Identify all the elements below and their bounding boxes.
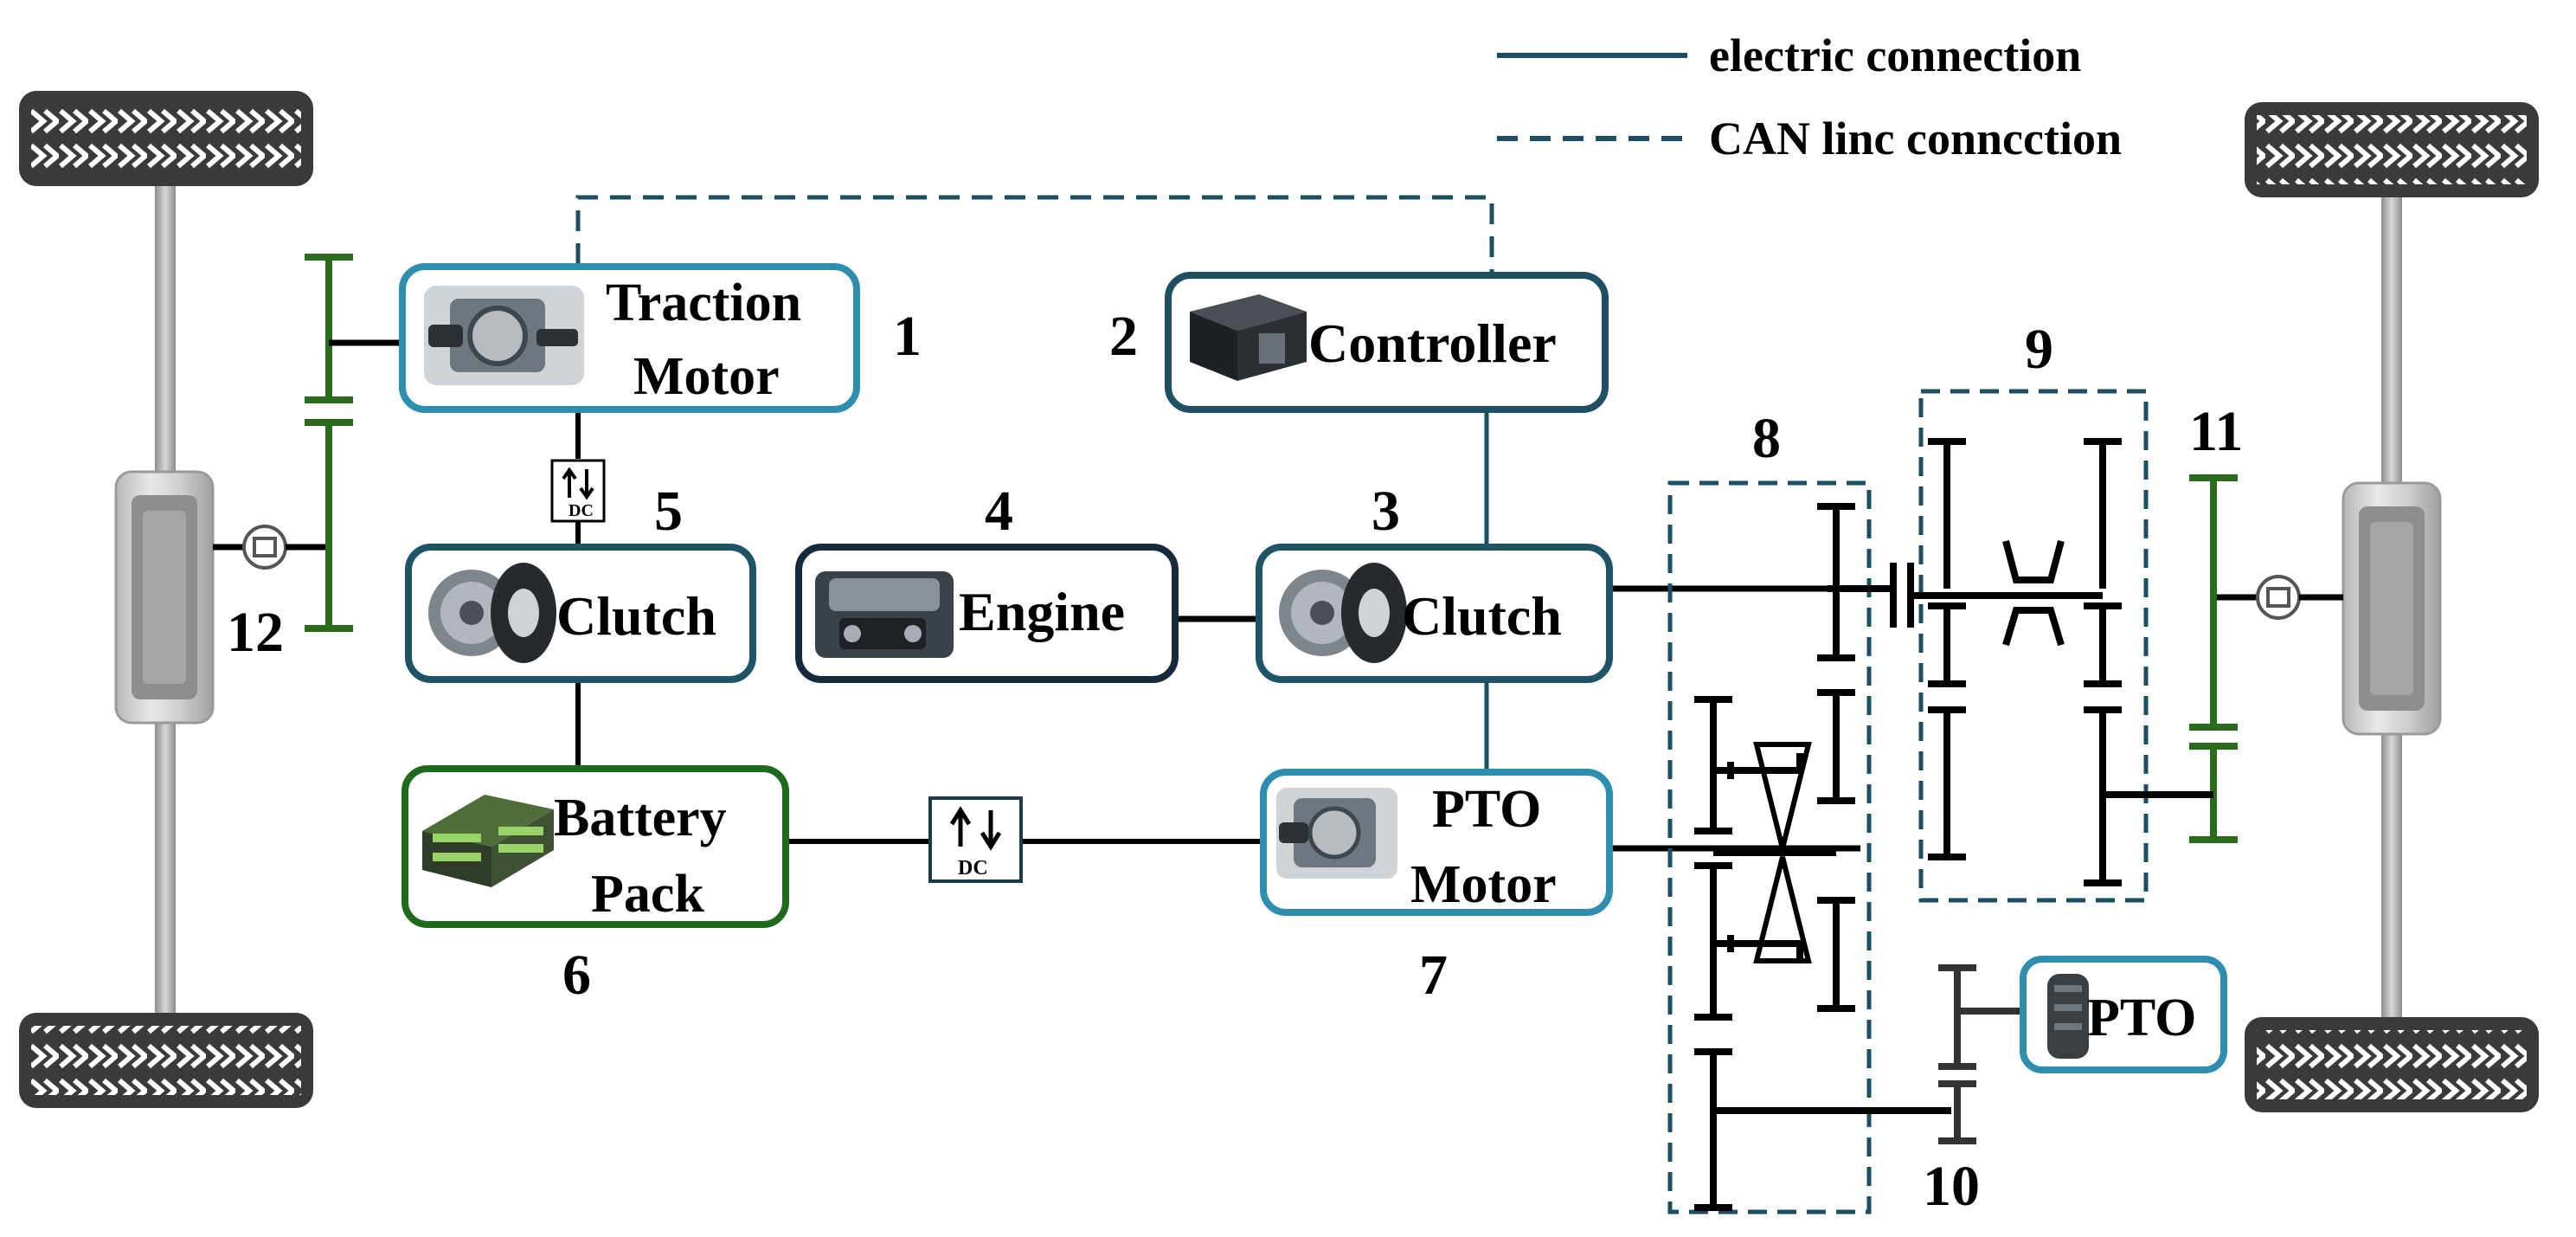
gearbox-8: 8 [1667, 407, 1951, 1214]
final-drive-front-gear [305, 254, 353, 632]
tire-icon [19, 1013, 313, 1108]
tire-icon [2245, 102, 2539, 197]
clutch-traction-number: 5 [654, 480, 683, 543]
clutch-icon [428, 563, 556, 663]
clutch-icon [1279, 563, 1407, 663]
final-drive-rear-number: 11 [2189, 400, 2243, 463]
pto-shaft-icon [2047, 974, 2089, 1059]
tire-icon [2245, 1017, 2539, 1112]
battery-box: Battery Pack 6 [401, 765, 789, 1007]
tire-icon [19, 91, 313, 186]
pto-box: PTO [2020, 956, 2227, 1073]
differential-icon [2256, 575, 2301, 620]
traction-motor-label-2: Motor [633, 347, 780, 406]
traction-motor-label-1: Traction [606, 274, 801, 332]
wheel-icon [2342, 481, 2442, 736]
clutch-traction-box: Clutch 5 [405, 480, 756, 683]
controller-box: Controller 2 [1109, 272, 1609, 413]
motor-icon [424, 286, 584, 385]
traction-motor-number: 1 [893, 305, 922, 368]
battery-label-1: Battery [554, 789, 727, 847]
pto-gear-number: 10 [1923, 1155, 1980, 1218]
front-axle: 12 [19, 91, 402, 1108]
engine-icon [815, 571, 954, 658]
differential-icon [242, 525, 287, 570]
battery-number: 6 [562, 944, 591, 1007]
battery-icon [422, 795, 554, 887]
clutch-engine-label: Clutch [1402, 585, 1562, 647]
legend-electric-label: electric connection [1709, 29, 2081, 81]
gearbox-9: 9 [1828, 318, 2213, 903]
pto-motor-number: 7 [1419, 944, 1448, 1007]
battery-label-2: Pack [591, 865, 704, 924]
motor-icon [1276, 788, 1397, 879]
dc-converter-icon: DC [928, 796, 1023, 883]
final-drive-rear-gear [2189, 474, 2238, 843]
pto-label: PTO [2087, 989, 2196, 1047]
traction-motor-box: Traction Motor 1 [399, 263, 922, 413]
controller-label: Controller [1308, 312, 1557, 374]
pto-gear-10: 10 [1923, 964, 2023, 1218]
gearbox-9-boundary [1918, 389, 2149, 903]
legend: electric connection CAN linc conncction [1497, 29, 2122, 164]
legend-can-label: CAN linc conncction [1709, 113, 2122, 164]
pto-motor-label-1: PTO [1432, 780, 1541, 839]
engine-box: Engine 4 [795, 480, 1179, 683]
engine-number: 4 [985, 480, 1013, 543]
wheel-icon [114, 470, 215, 725]
svg-text:DC: DC [958, 857, 988, 879]
dc-converter-icon: DC [550, 459, 606, 523]
can-line [575, 195, 1494, 275]
clutch-engine-number: 3 [1372, 480, 1400, 543]
final-drive-front-number: 12 [227, 601, 284, 664]
controller-icon [1190, 294, 1307, 381]
clutch-engine-box: Clutch 3 [1256, 480, 1613, 683]
svg-text:DC: DC [569, 501, 594, 520]
engine-label: Engine [959, 581, 1125, 642]
connections [575, 195, 1860, 852]
controller-number: 2 [1109, 305, 1138, 368]
pto-motor-label-2: Motor [1410, 855, 1557, 914]
clutch-traction-label: Clutch [556, 585, 716, 647]
gearbox-8-number: 8 [1752, 407, 1781, 470]
rear-axle: 11 [2189, 102, 2539, 1112]
pto-motor-box: PTO Motor 7 [1260, 769, 1613, 1007]
gearbox-9-number: 9 [2025, 318, 2053, 381]
gearbox-8-boundary [1667, 480, 1872, 1214]
